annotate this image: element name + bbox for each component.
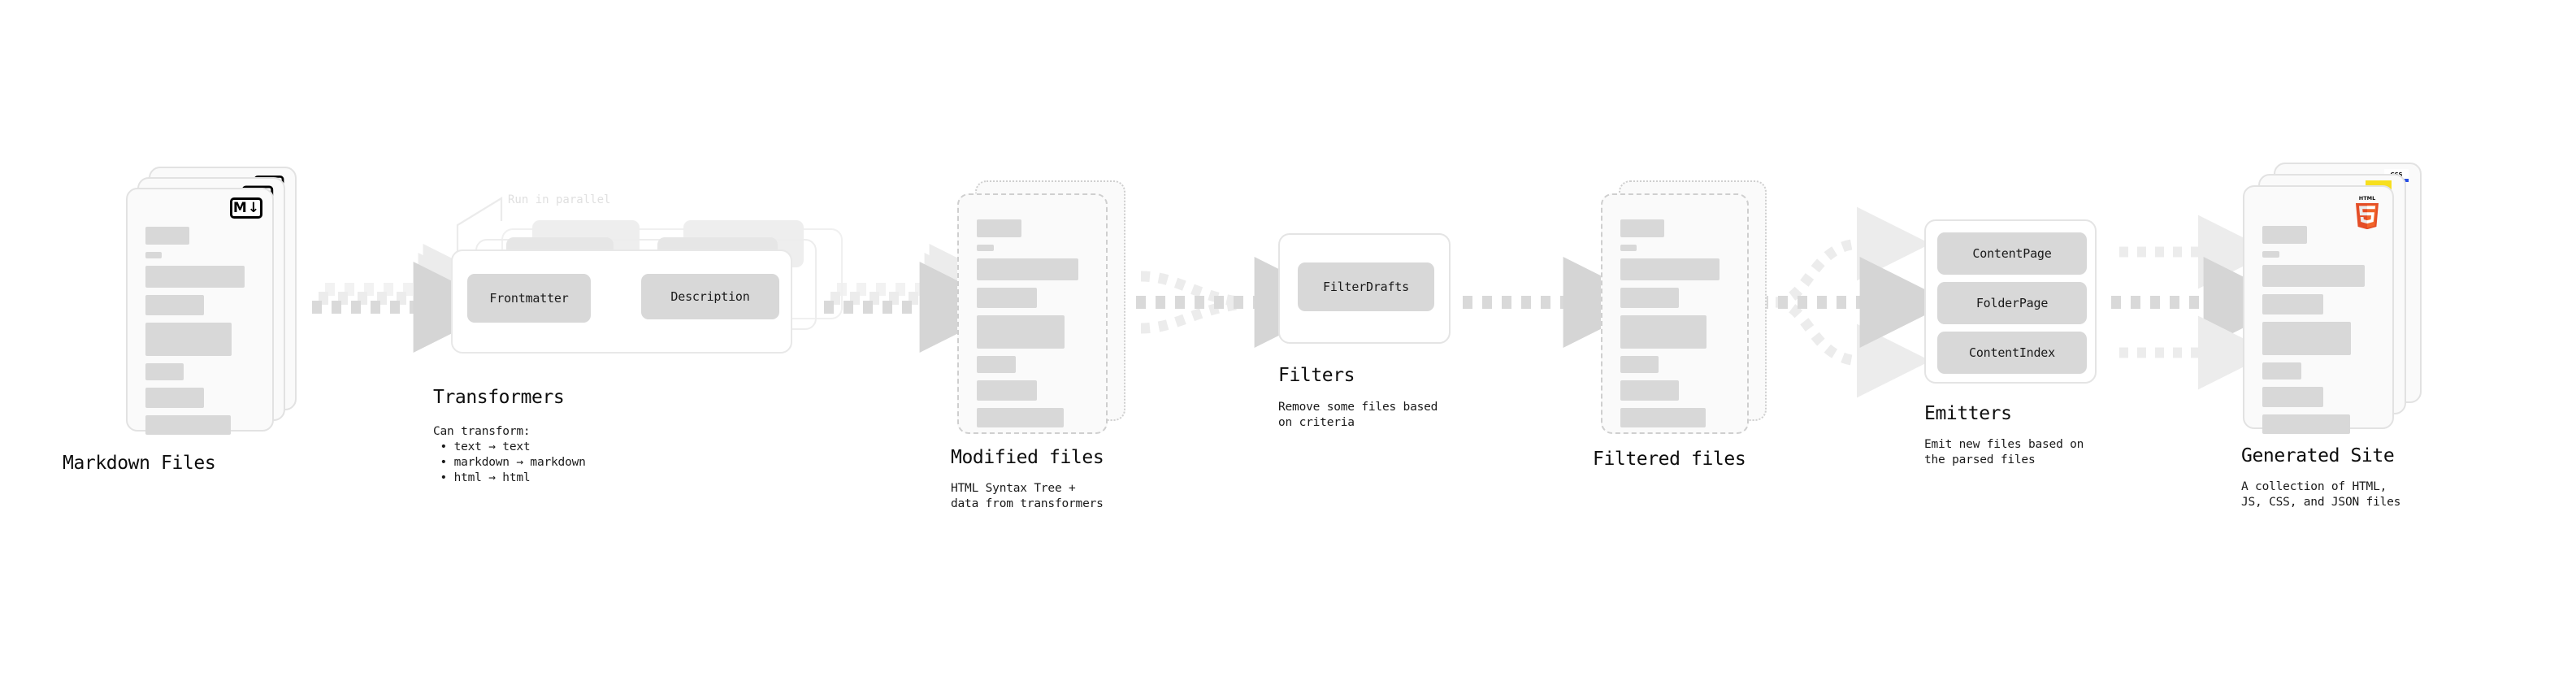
- stage-title-generated-site: Generated Site: [2241, 445, 2395, 466]
- stage-title-filters: Filters: [1278, 365, 1355, 386]
- stage-modified-files: Modified files HTML Syntax Tree + data f…: [951, 180, 1144, 510]
- stage-title-modified-files: Modified files: [951, 447, 1104, 468]
- stage-subtitle-emitters: Emit new files based on the parsed files: [1924, 438, 2084, 467]
- stage-subtitle-filters: Remove some files based on criteria: [1278, 401, 1438, 430]
- stage-subtitle-modified-files: HTML Syntax Tree + data from transformer…: [951, 482, 1104, 511]
- emitter-pill-contentpage[interactable]: ContentPage: [1937, 232, 2087, 275]
- stage-markdown-files: M↓ M↓ M↓: [63, 167, 313, 474]
- transformer-pill-frontmatter[interactable]: Frontmatter: [467, 274, 591, 323]
- transformer-panel-front: Frontmatter Description: [451, 249, 792, 354]
- doc-skeleton: [145, 227, 254, 442]
- stage-title-filtered-files: Filtered files: [1593, 449, 1746, 470]
- emitter-pill-folderpage[interactable]: FolderPage: [1937, 282, 2087, 324]
- doc-skeleton: [977, 219, 1088, 435]
- stage-title-transformers: Transformers: [433, 387, 565, 408]
- modified-doc-stack: [957, 180, 1144, 440]
- run-in-parallel-bracket: [456, 197, 503, 257]
- html5-icon: HTML: [2353, 193, 2381, 230]
- filtered-doc-stack: [1601, 180, 1788, 440]
- stage-subtitle-transformers: Can transform: • text → text • markdown …: [433, 425, 586, 485]
- run-in-parallel-label: Run in parallel: [508, 193, 611, 206]
- connector-md-to-transformers: [312, 244, 514, 353]
- html5-icon-svg: HTML: [2356, 195, 2379, 230]
- connector-transformers-to-modified: [824, 244, 1021, 353]
- connector-modified-to-filters: [1136, 257, 1346, 348]
- markdown-icon-arrow: ↓: [247, 199, 260, 216]
- stage-title-markdown-files: Markdown Files: [63, 453, 216, 474]
- html5-icon-wordmark: HTML: [2359, 195, 2375, 202]
- stage-subtitle-generated-site: A collection of HTML, JS, CSS, and JSON …: [2241, 480, 2401, 510]
- filters-panel: FilterDrafts: [1278, 233, 1451, 344]
- doc-skeleton: [2262, 226, 2374, 441]
- emitter-pill-contentindex[interactable]: ContentIndex: [1937, 332, 2087, 374]
- filter-pill-filterdrafts[interactable]: FilterDrafts: [1298, 262, 1434, 311]
- stage-generated-site: CSS HTML: [2241, 163, 2438, 509]
- markdown-icon: M↓: [230, 197, 262, 219]
- transformer-pill-description[interactable]: Description: [641, 274, 779, 319]
- stage-title-emitters: Emitters: [1924, 403, 2012, 424]
- markdown-icon-letter: M: [232, 199, 247, 216]
- emitters-panel: ContentPage FolderPage ContentIndex: [1924, 219, 2097, 384]
- doc-card-front: HTML: [2243, 185, 2394, 434]
- doc-card-front: [957, 193, 1108, 434]
- doc-card-front: M↓: [126, 188, 274, 435]
- site-doc-stack: CSS HTML: [2243, 163, 2438, 439]
- connector-emitters-to-site: [2111, 215, 2295, 390]
- markdown-doc-stack: M↓ M↓ M↓: [126, 167, 313, 443]
- doc-skeleton: [1620, 219, 1729, 435]
- doc-card-front: [1601, 193, 1749, 434]
- stage-filtered-files: Filtered files: [1593, 180, 1788, 470]
